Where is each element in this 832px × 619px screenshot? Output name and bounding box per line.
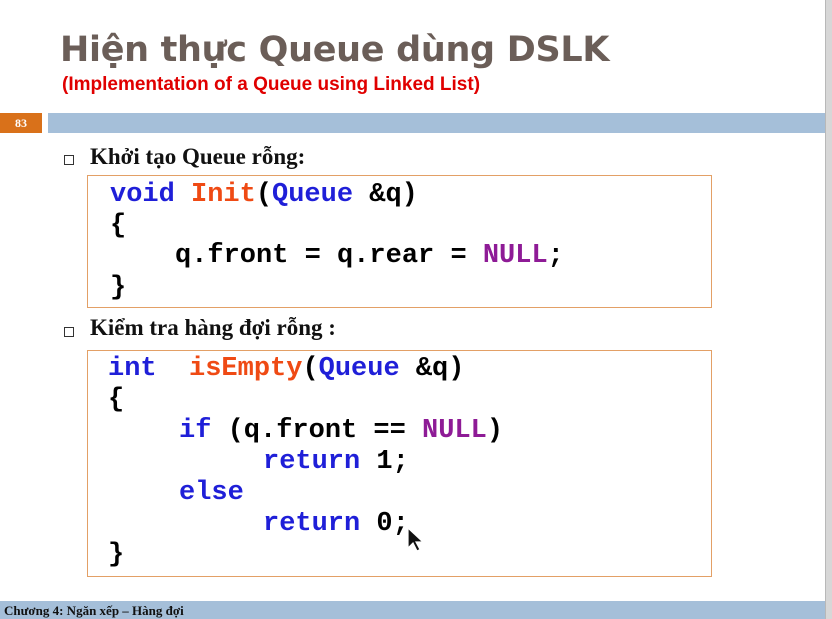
code-line: } <box>108 540 125 570</box>
code-keyword: int <box>108 354 157 384</box>
code-text: ( <box>302 354 319 384</box>
code-line: return 0; <box>263 509 409 539</box>
code-type: Queue <box>272 180 354 210</box>
code-text: 1; <box>360 447 409 477</box>
code-keyword: void <box>110 180 175 210</box>
footer-chapter: Chương 4: Ngăn xếp – Hàng đợi <box>4 603 184 618</box>
code-keyword: return <box>263 447 361 477</box>
code-text: (q.front == <box>211 416 423 446</box>
mouse-pointer-icon <box>407 527 425 552</box>
code-null: NULL <box>482 241 548 271</box>
section-heading-isempty: Kiểm tra hàng đợi rỗng : <box>90 315 336 340</box>
code-line: { <box>108 385 125 415</box>
code-keyword: if <box>179 416 212 446</box>
header-bar <box>48 113 825 133</box>
code-function-name: Init <box>191 180 256 210</box>
code-line: return 1; <box>263 447 409 477</box>
code-line: q.front = q.rear = NULL; <box>175 241 564 271</box>
code-null: NULL <box>422 416 487 446</box>
code-block-init: void Init(Queue &q) { q.front = q.rear =… <box>87 175 712 308</box>
window-edge <box>825 0 832 619</box>
code-text: &q) <box>353 180 418 210</box>
code-line: if (q.front == NULL) <box>179 416 503 446</box>
bullet-icon <box>64 327 74 337</box>
code-text: q.front = q.rear = <box>175 241 483 271</box>
code-type: Queue <box>318 354 400 384</box>
code-keyword: return <box>263 509 361 539</box>
slide-subtitle: (Implementation of a Queue using Linked … <box>62 74 481 95</box>
section-heading-init: Khởi tạo Queue rỗng: <box>90 144 306 169</box>
code-line: } <box>110 273 127 303</box>
code-keyword: else <box>179 478 244 508</box>
code-line: else <box>179 478 244 508</box>
code-line: int isEmpty(Queue &q) <box>108 354 464 384</box>
code-block-isempty: int isEmpty(Queue &q) { if (q.front == N… <box>87 350 712 577</box>
code-text: &q) <box>399 354 465 384</box>
code-function-name: isEmpty <box>189 354 303 384</box>
code-line: void Init(Queue &q) <box>110 180 418 210</box>
slide-number: 83 <box>0 113 42 133</box>
code-text: ; <box>547 241 564 271</box>
code-text: ) <box>486 416 504 446</box>
code-line: { <box>110 211 127 241</box>
bullet-icon <box>64 155 74 165</box>
code-text: 0; <box>360 509 409 539</box>
footer-bar <box>0 601 825 619</box>
code-text: ( <box>255 180 273 210</box>
slide-title: Hiện thực Queue dùng DSLK <box>60 30 610 70</box>
